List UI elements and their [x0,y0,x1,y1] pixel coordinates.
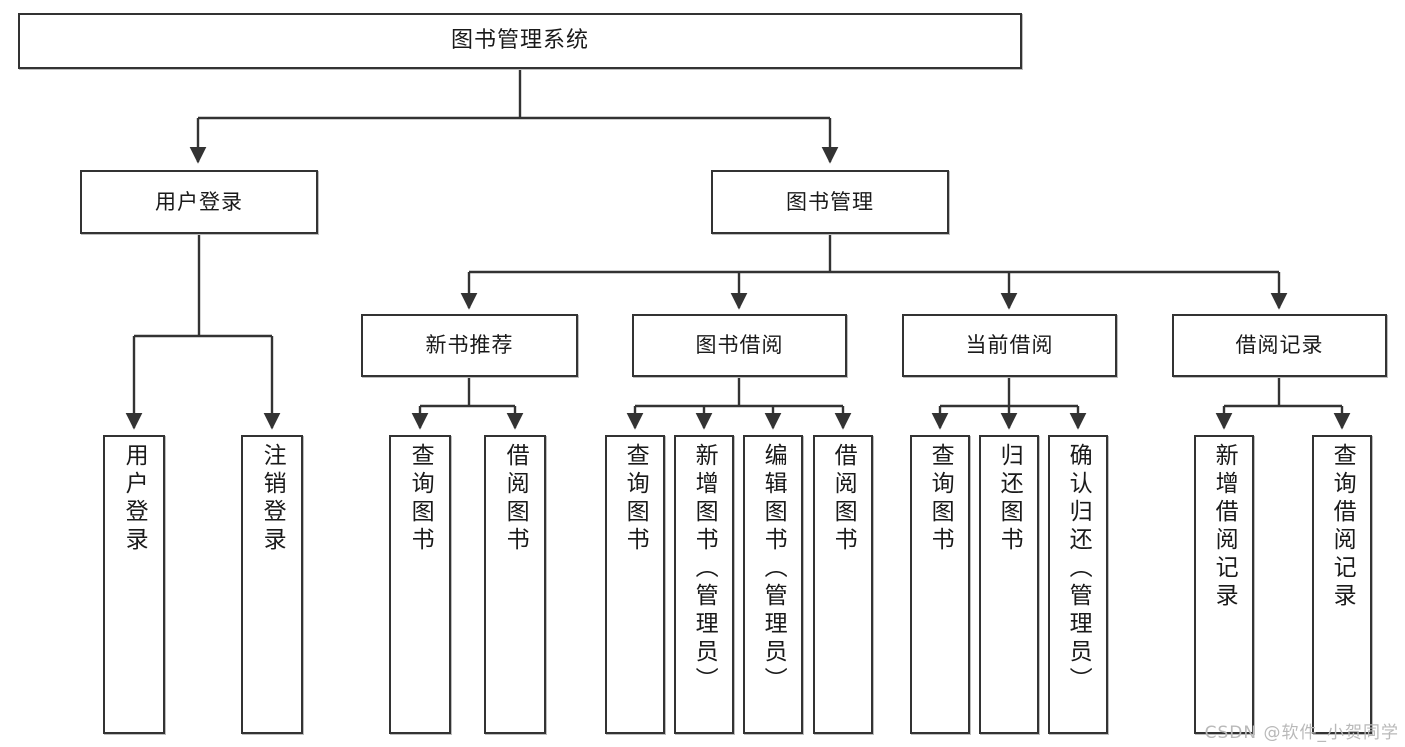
node-label: 当前借阅 [965,333,1054,358]
node-label: 查询图书 [407,443,434,555]
node-borrow-record[interactable]: 借阅记录 [1172,314,1387,377]
leaf-add-borrow-record[interactable]: 新增借阅记录 [1194,435,1254,734]
leaf-add-book-admin[interactable]: 新增图书（管理员） [674,435,734,734]
node-label: 确认归还（管理员） [1065,443,1092,695]
leaf-return-book[interactable]: 归还图书 [979,435,1039,734]
leaf-edit-book-admin[interactable]: 编辑图书（管理员） [743,435,803,734]
leaf-query-borrow-record[interactable]: 查询借阅记录 [1312,435,1372,734]
node-book-borrow[interactable]: 图书借阅 [632,314,847,377]
leaf-user-logout[interactable]: 注销登录 [241,435,303,734]
leaf-confirm-return-admin[interactable]: 确认归还（管理员） [1048,435,1108,734]
node-new-book-recommend[interactable]: 新书推荐 [361,314,578,377]
node-current-borrow[interactable]: 当前借阅 [902,314,1117,377]
leaf-query-book-borrow[interactable]: 查询图书 [605,435,665,734]
node-label: 借阅图书 [830,443,857,555]
node-label: 注销登录 [259,443,286,555]
node-label: 借阅记录 [1235,333,1324,358]
node-label: 新书推荐 [425,333,514,358]
node-user-login[interactable]: 用户登录 [80,170,318,234]
node-label: 用户登录 [121,443,148,555]
leaf-query-book-current[interactable]: 查询图书 [910,435,970,734]
node-label: 查询图书 [927,443,954,555]
node-root-system[interactable]: 图书管理系统 [18,13,1022,69]
node-label: 借阅图书 [502,443,529,555]
node-label: 图书管理 [786,189,874,214]
node-label: 归还图书 [996,443,1023,555]
leaf-borrow-book[interactable]: 借阅图书 [813,435,873,734]
node-label: 查询图书 [622,443,649,555]
leaf-query-book-recommend[interactable]: 查询图书 [389,435,451,734]
csdn-watermark: CSDN @软件_小贺同学 [1204,723,1399,743]
node-label: 图书管理系统 [450,28,589,54]
node-label: 用户登录 [155,189,243,214]
leaf-borrow-book-recommend[interactable]: 借阅图书 [484,435,546,734]
node-label: 编辑图书（管理员） [760,443,787,695]
node-label: 图书借阅 [695,333,784,358]
node-label: 新增图书（管理员） [691,443,718,695]
node-label: 查询借阅记录 [1329,443,1356,611]
node-book-management[interactable]: 图书管理 [711,170,949,234]
leaf-user-login[interactable]: 用户登录 [103,435,165,734]
node-label: 新增借阅记录 [1211,443,1238,611]
